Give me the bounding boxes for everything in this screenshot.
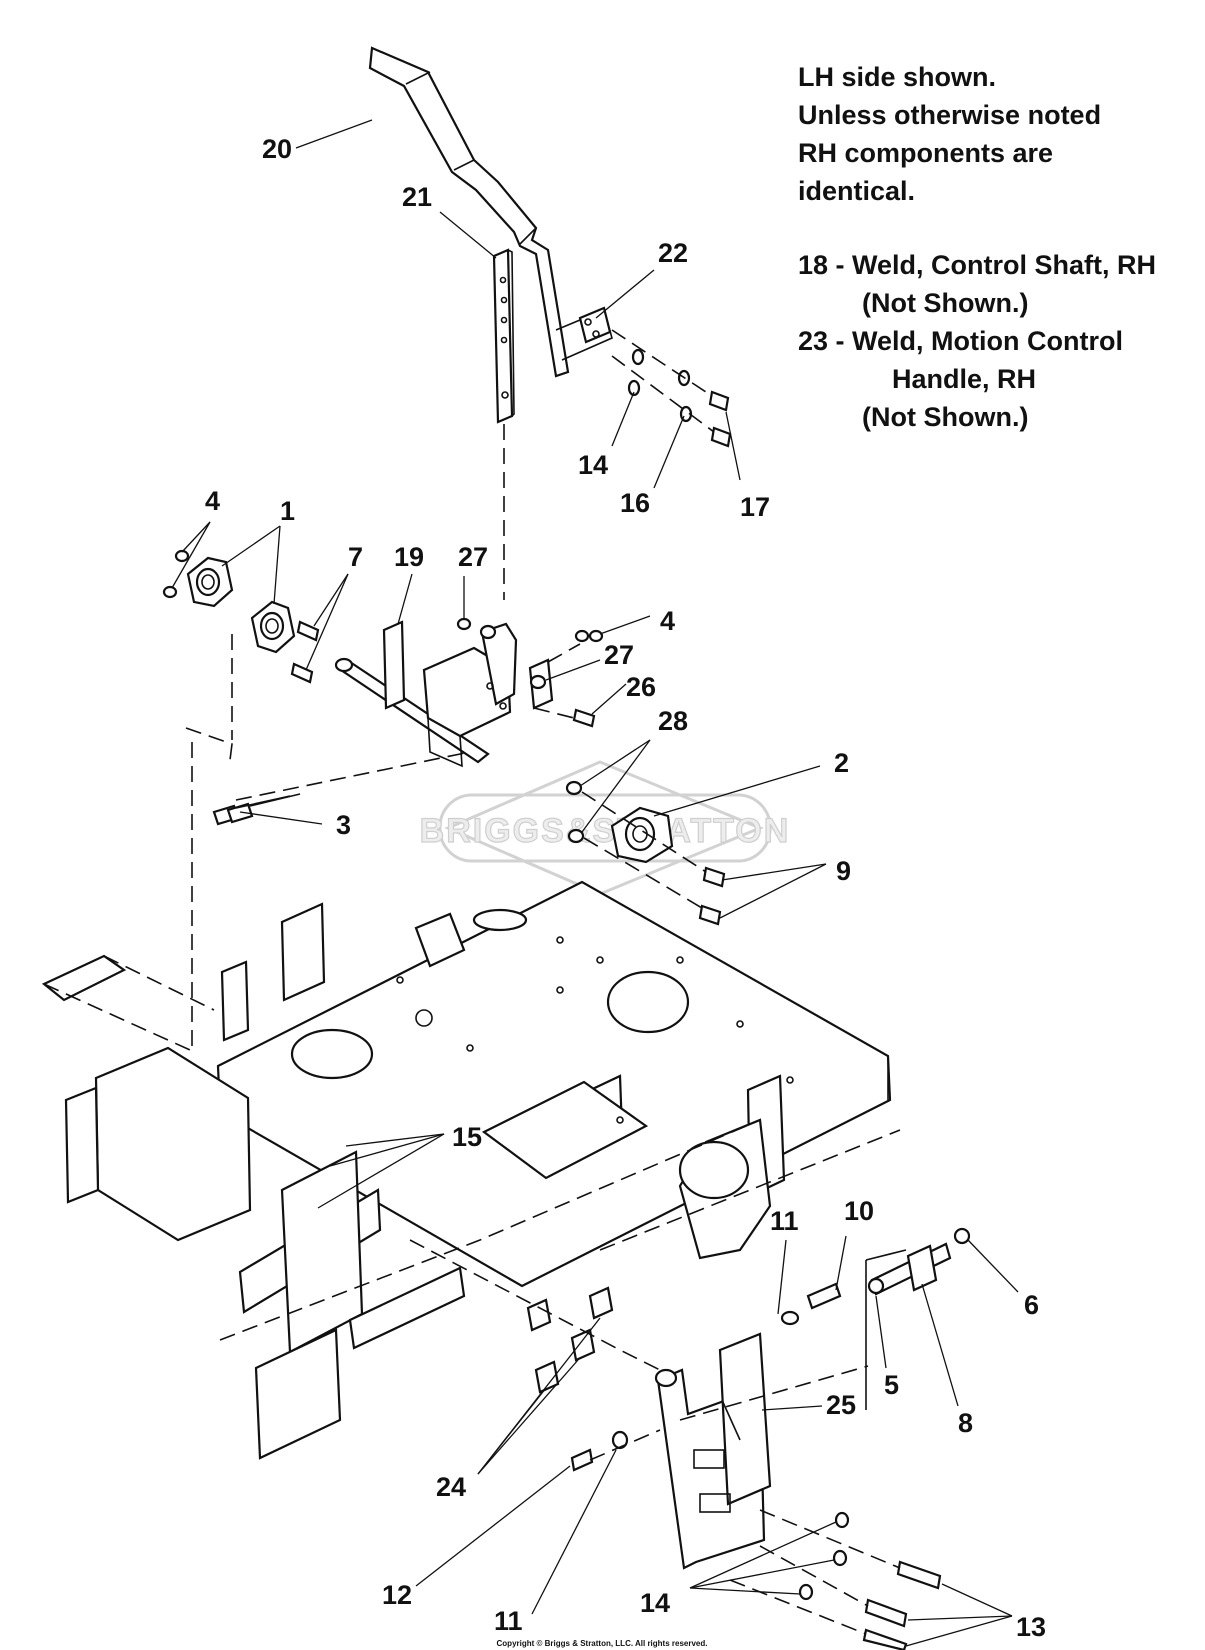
callout-27-right: 27 bbox=[604, 640, 634, 670]
callout-16: 16 bbox=[620, 488, 650, 518]
motion-control-handle bbox=[368, 46, 613, 378]
pivot-hardware bbox=[865, 1227, 971, 1410]
shaft-hardware bbox=[456, 617, 604, 728]
callout-28: 28 bbox=[658, 706, 688, 736]
callout-10: 10 bbox=[844, 1196, 874, 1226]
callout-4-left: 4 bbox=[205, 486, 220, 516]
chassis-frame bbox=[41, 742, 901, 1460]
callout-17: 17 bbox=[740, 492, 770, 522]
callout-7: 7 bbox=[348, 542, 363, 572]
note-line-8: Handle, RH bbox=[892, 364, 1036, 394]
callout-14-bottom: 14 bbox=[640, 1588, 670, 1618]
callout-14-top: 14 bbox=[578, 450, 608, 480]
callouts: 20 21 22 14 16 17 4 1 7 19 27 4 27 26 28… bbox=[205, 134, 1046, 1642]
callout-12: 12 bbox=[382, 1580, 412, 1610]
control-shaft-weld bbox=[334, 620, 554, 768]
notes-block: LH side shown. Unless otherwise noted RH… bbox=[798, 62, 1156, 432]
handle-hardware bbox=[611, 329, 732, 448]
note-line-3: RH components are bbox=[798, 138, 1053, 168]
callout-15: 15 bbox=[452, 1122, 482, 1152]
note-line-9: (Not Shown.) bbox=[862, 402, 1028, 432]
callout-22: 22 bbox=[658, 238, 688, 268]
note-line-7: 23 - Weld, Motion Control bbox=[798, 326, 1123, 356]
bracket-weld bbox=[654, 1282, 869, 1570]
note-line-6: (Not Shown.) bbox=[862, 288, 1028, 318]
note-line-2: Unless otherwise noted bbox=[798, 100, 1101, 130]
callout-13: 13 bbox=[1016, 1612, 1046, 1642]
spacers bbox=[409, 1239, 661, 1472]
callout-20: 20 bbox=[262, 134, 292, 164]
rear-hardware bbox=[729, 1509, 942, 1650]
adjustment-bar bbox=[492, 248, 515, 600]
note-line-1: LH side shown. bbox=[798, 62, 996, 92]
callout-6: 6 bbox=[1024, 1290, 1039, 1320]
callout-5: 5 bbox=[884, 1370, 899, 1400]
callout-27-top: 27 bbox=[458, 542, 488, 572]
callout-1: 1 bbox=[280, 496, 295, 526]
leader-lines bbox=[171, 119, 1019, 1647]
watermark-logo: BRIGGS&STRATTON bbox=[419, 760, 791, 896]
callout-8: 8 bbox=[958, 1408, 973, 1438]
callout-2: 2 bbox=[834, 748, 849, 778]
watermark-text: BRIGGS&STRATTON bbox=[420, 812, 791, 850]
callout-11-bottom: 11 bbox=[494, 1606, 523, 1636]
callout-26: 26 bbox=[626, 672, 656, 702]
long-bolts bbox=[212, 751, 471, 826]
callout-11-right: 11 bbox=[770, 1206, 799, 1236]
callout-9: 9 bbox=[836, 856, 851, 886]
note-line-5: 18 - Weld, Control Shaft, RH bbox=[798, 250, 1156, 280]
bearing-2 bbox=[565, 780, 726, 926]
callout-19: 19 bbox=[394, 542, 424, 572]
note-line-4: identical. bbox=[798, 176, 915, 206]
callout-24: 24 bbox=[436, 1472, 466, 1502]
callout-4-right: 4 bbox=[660, 606, 675, 636]
callout-21: 21 bbox=[402, 182, 432, 212]
callout-25: 25 bbox=[826, 1390, 856, 1420]
bearing-flanges bbox=[162, 549, 320, 761]
copyright-text: Copyright © Briggs & Stratton, LLC. All … bbox=[497, 1639, 708, 1648]
callout-3: 3 bbox=[336, 810, 351, 840]
